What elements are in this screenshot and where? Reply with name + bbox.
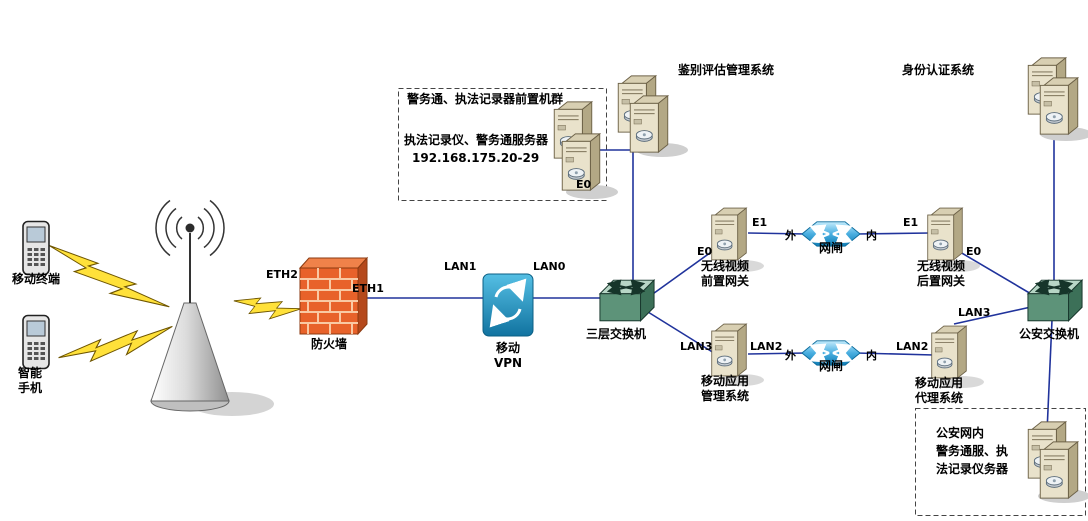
video-rear-gateway-label: 无线视频 后置网关	[917, 259, 966, 288]
radio-waves-icon	[155, 199, 225, 257]
front-cluster-servers-icon	[553, 101, 618, 199]
port-label-lan3-mgmt: LAN3	[680, 340, 713, 353]
smartphone-label: 智能 手机	[18, 366, 43, 395]
lightning-bolt-3	[231, 291, 303, 326]
gate-bottom-outer-label: 外	[785, 349, 796, 362]
identity-system-label: 身份认证系统	[902, 63, 975, 77]
port-label-eth2: ETH2	[266, 268, 298, 281]
gate-top-label: 网闸	[819, 241, 844, 255]
smartphone-icon	[22, 314, 50, 370]
identity-system-servers-icon	[1027, 57, 1088, 141]
lightning-bolt-1	[42, 236, 172, 324]
port-label-e1-front-gw: E1	[752, 216, 768, 229]
port-label-lan3-police: LAN3	[958, 306, 991, 319]
port-label-e1-rear-gw: E1	[903, 216, 919, 229]
port-label-e0-rear-gw: E0	[966, 245, 982, 258]
port-label-eth1: ETH1	[352, 282, 384, 295]
l3-switch-icon	[600, 280, 654, 321]
mobile-terminal-icon	[22, 220, 50, 276]
front-cluster-ip-range: 192.168.175.20-29	[412, 151, 540, 165]
gate-bottom-label: 网闸	[819, 359, 844, 373]
video-front-gateway-label: 无线视频 前置网关	[701, 259, 750, 288]
app-proxy-system-icon	[931, 325, 984, 388]
gate-top-outer-label: 外	[785, 229, 796, 242]
mobile-terminal-label: 移动终端	[12, 272, 61, 286]
lightning-bolt-2	[56, 322, 177, 370]
vpn-icon	[482, 273, 534, 337]
gate-bottom-inner-label: 内	[866, 349, 877, 362]
firewall-icon	[298, 256, 369, 336]
antenna-tower-icon	[150, 199, 274, 416]
app-proxy-system-label: 移动应用 代理系统	[915, 376, 964, 405]
port-label-lan1: LAN1	[444, 260, 477, 273]
police-cluster-label: 公安网内 警务通服、执 法记录仪务器	[936, 426, 1009, 476]
video-front-gateway-icon	[711, 207, 764, 272]
police-switch-label: 公安交换机	[1019, 327, 1080, 341]
front-cluster-box	[398, 88, 607, 201]
app-mgmt-system-icon	[711, 323, 764, 386]
port-label-lan2-proxy: LAN2	[896, 340, 929, 353]
front-cluster-server-label: 执法记录仪、警务通服务器	[404, 133, 549, 147]
app-mgmt-system-label: 移动应用 管理系统	[701, 374, 750, 403]
vpn-label: 移动 VPN	[493, 341, 523, 370]
gate-top-inner-label: 内	[866, 229, 877, 242]
port-label-lan0: LAN0	[533, 260, 566, 273]
police-cluster-servers-icon	[1027, 421, 1088, 503]
police-switch-icon	[1028, 280, 1082, 321]
port-label-e0-front-gw: E0	[697, 245, 713, 258]
police-cluster-box	[915, 408, 1086, 516]
connection-lines	[357, 134, 1055, 433]
eval-system-label: 鉴别评估管理系统	[678, 63, 775, 77]
eval-system-servers-icon	[617, 75, 688, 157]
port-label-lan2-mgmt: LAN2	[750, 340, 783, 353]
firewall-label: 防火墙	[311, 337, 348, 351]
video-rear-gateway-icon	[927, 207, 980, 272]
l3-switch-label: 三层交换机	[586, 327, 647, 341]
front-cluster-title: 警务通、执法记录器前置机群	[407, 92, 564, 106]
port-label-e0-servers: E0	[576, 178, 592, 191]
